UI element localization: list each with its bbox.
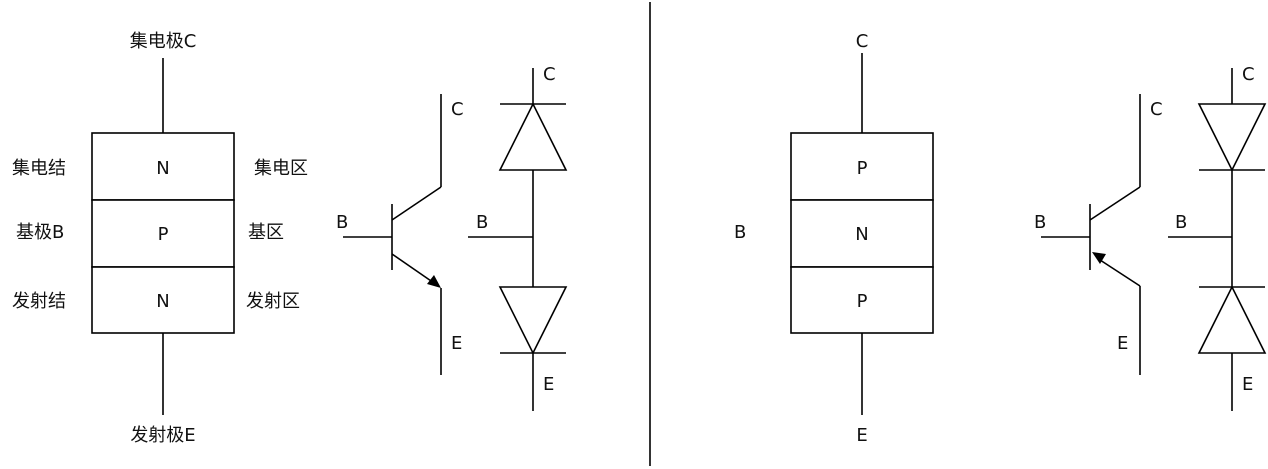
npn-emitter-junction-label: 发射结 [12, 291, 66, 312]
npn-base-region-label: 基区 [248, 222, 284, 243]
pnp-diode-emitter-label: E [1242, 374, 1253, 395]
pnp-emitter-arrow-icon [1092, 252, 1106, 264]
npn-transistor-symbol: B C E [336, 94, 464, 375]
npn-emitter-terminal-label: 发射极E [130, 425, 195, 446]
pnp-structure: C E B P N P [734, 31, 934, 446]
pnp-symbol-emitter-diag [1096, 257, 1141, 287]
npn-diode-collector-label: C [543, 64, 556, 85]
npn-diode-top-triangle-icon [498, 102, 568, 171]
npn-collector-region-label: 集电区 [254, 158, 308, 179]
npn-layer-middle-box [91, 199, 235, 268]
npn-emitter-arrow-icon [427, 275, 441, 288]
pnp-base-terminal-label: B [734, 222, 746, 243]
npn-layer-bottom-label: N [156, 291, 169, 312]
npn-diode-bottom-triangle-icon [498, 286, 568, 355]
pnp-transistor-symbol: B C E [1034, 94, 1163, 375]
npn-symbol-base-label: B [336, 212, 348, 233]
pnp-symbol-base-label: B [1034, 212, 1046, 233]
npn-layer-middle-label: P [158, 224, 169, 245]
pnp-symbol-emitter-label: E [1117, 333, 1128, 354]
pnp-emitter-terminal-label: E [856, 425, 867, 446]
pnp-diode-collector-label: C [1242, 64, 1255, 85]
npn-diode-emitter-label: E [543, 374, 554, 395]
npn-emitter-region-label: 发射区 [246, 291, 300, 312]
npn-collector-terminal-label: 集电极C [130, 31, 197, 52]
pnp-layer-top-label: P [857, 158, 868, 179]
pnp-layer-top-box [790, 132, 934, 201]
pnp-layer-bottom-label: P [857, 291, 868, 312]
pnp-diode-model: C B E [1168, 64, 1267, 411]
npn-symbol-emitter-label: E [451, 333, 462, 354]
pnp-collector-terminal-label: C [856, 31, 869, 52]
npn-structure: 集电极C 发射极E N P N 集电结 基极B 发射结 集电区 基区 发射区 [12, 31, 308, 446]
npn-symbol-collector-diag [391, 186, 442, 221]
npn-diode-model: C B E [468, 64, 568, 411]
npn-collector-junction-label: 集电结 [12, 158, 66, 179]
pnp-layer-middle-label: N [855, 224, 868, 245]
pnp-diode-base-label: B [1175, 212, 1187, 233]
npn-symbol-collector-label: C [451, 99, 464, 120]
pnp-symbol-collector-diag [1089, 186, 1141, 221]
npn-base-terminal-label: 基极B [16, 222, 64, 243]
pnp-symbol-collector-label: C [1150, 99, 1163, 120]
pnp-diode-top-triangle-icon [1197, 103, 1267, 172]
npn-symbol-emitter-diag [391, 253, 435, 284]
npn-layer-top-label: N [156, 158, 169, 179]
npn-diode-base-label: B [476, 212, 488, 233]
pnp-diode-bottom-triangle-icon [1197, 285, 1267, 354]
